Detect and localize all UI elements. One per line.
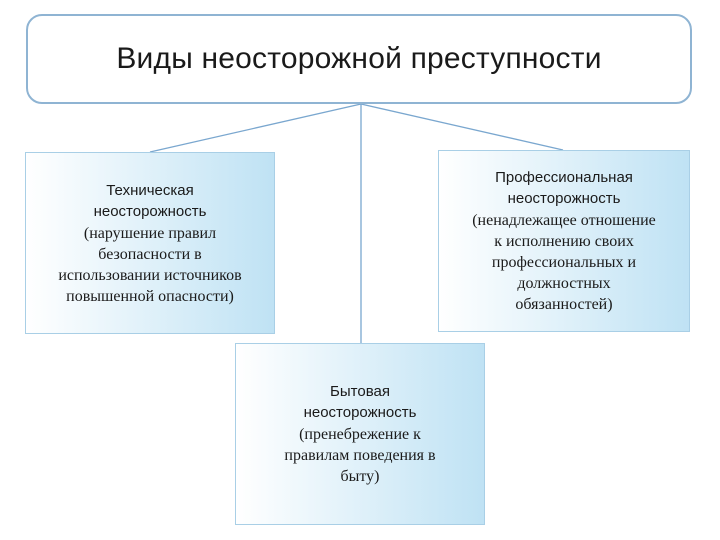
node-professional-negligence: Профессиональная неосторожность (ненадле… [438, 150, 690, 332]
node-household-description: (пренебрежение к правилам поведения в бы… [284, 426, 436, 485]
node-professional-title: Профессиональная неосторожность [495, 169, 633, 207]
connector-to-technical [149, 103, 362, 153]
node-technical-title: Техническая неосторожность [93, 181, 207, 220]
title-box: Виды неосторожной преступности [26, 14, 692, 104]
node-technical-description: (нарушение правил безопасности в использ… [58, 224, 242, 305]
diagram-title: Виды неосторожной преступности [116, 42, 602, 75]
node-technical-negligence: Техническая неосторожность (нарушение пр… [25, 152, 275, 334]
node-household-title: Бытовая неосторожность [303, 383, 417, 421]
connector-to-professional [360, 103, 564, 151]
node-professional-description: (ненадлежащее отношение к исполнению сво… [472, 212, 656, 313]
node-household-negligence: Бытовая неосторожность (пренебрежение к … [235, 343, 485, 525]
